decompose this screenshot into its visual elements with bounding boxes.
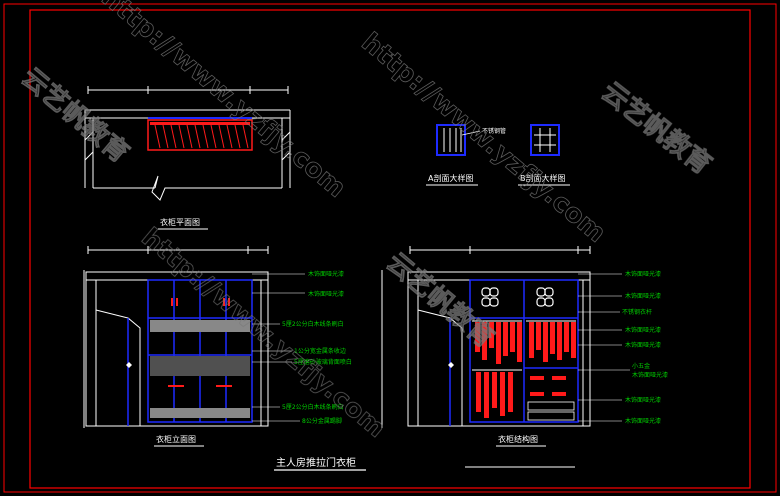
watermark-url-1: http://www.yzfjy.com [356, 27, 612, 248]
structure-note-2: 木饰面哑光漆 [625, 292, 661, 300]
inner-frame [29, 9, 751, 489]
watermark-text-2: 云艺帆教育 [16, 62, 136, 169]
elevation-note-7: 8公分金属踢脚 [302, 417, 342, 425]
structure-note-4: 木饰面哑光漆 [625, 326, 661, 334]
elevation-note-4: 1公分宽金属条收边 [294, 347, 346, 355]
drawing-title: 主人房推拉门衣柜 [276, 456, 356, 469]
structure-notes: 木饰面哑光漆 木饰面哑光漆 不锈钢衣杆 木饰面哑光漆 木饰面哑光漆 小五金 木饰… [622, 270, 668, 425]
structure-note-1: 木饰面哑光漆 [625, 270, 661, 278]
structure-view [381, 246, 630, 468]
section-a-title: A剖面大样图 [428, 173, 473, 183]
elevation-note-6: 5厘2公分白木线条刷白 [282, 403, 344, 411]
section-a-note: 不锈钢管 [482, 127, 506, 135]
watermark-text-1: 云艺帆教育 [596, 76, 718, 180]
watermarks: 云艺帆教育 云艺帆教育 云艺帆教育 http://www.yzfjy.com h… [15, 0, 718, 444]
elevation-view [83, 246, 305, 428]
elevation-title: 衣柜立面图 [156, 434, 196, 444]
structure-title: 衣柜结构图 [498, 434, 538, 444]
structure-note-3: 不锈钢衣杆 [622, 308, 652, 316]
elevation-note-1: 木饰面哑光漆 [308, 270, 344, 278]
structure-note-8: 木饰面哑光漆 [625, 396, 661, 404]
elevation-note-5: 5厘磨砂玻璃背面喷白 [294, 358, 352, 366]
watermark-url-2: http://www.yzfjy.com [96, 0, 352, 204]
structure-note-7: 木饰面哑光漆 [632, 371, 668, 379]
section-a-detail [436, 124, 481, 156]
elevation-note-3: 5厘2公分白木线条刷白 [282, 320, 344, 328]
section-b-detail [530, 124, 560, 156]
structure-note-5: 木饰面哑光漆 [625, 341, 661, 349]
plan-wardrobe [147, 117, 253, 151]
plan-title: 衣柜平面图 [160, 217, 200, 227]
structure-note-9: 木饰面哑光漆 [625, 417, 661, 425]
elevation-note-2: 木饰面哑光漆 [308, 290, 344, 298]
structure-note-6: 小五金 [632, 362, 650, 370]
outer-frame [3, 3, 777, 493]
plan-view [84, 86, 291, 201]
elevation-notes: 木饰面哑光漆 木饰面哑光漆 5厘2公分白木线条刷白 1公分宽金属条收边 5厘磨砂… [282, 270, 352, 425]
section-b-title: B剖面大样图 [520, 173, 566, 183]
